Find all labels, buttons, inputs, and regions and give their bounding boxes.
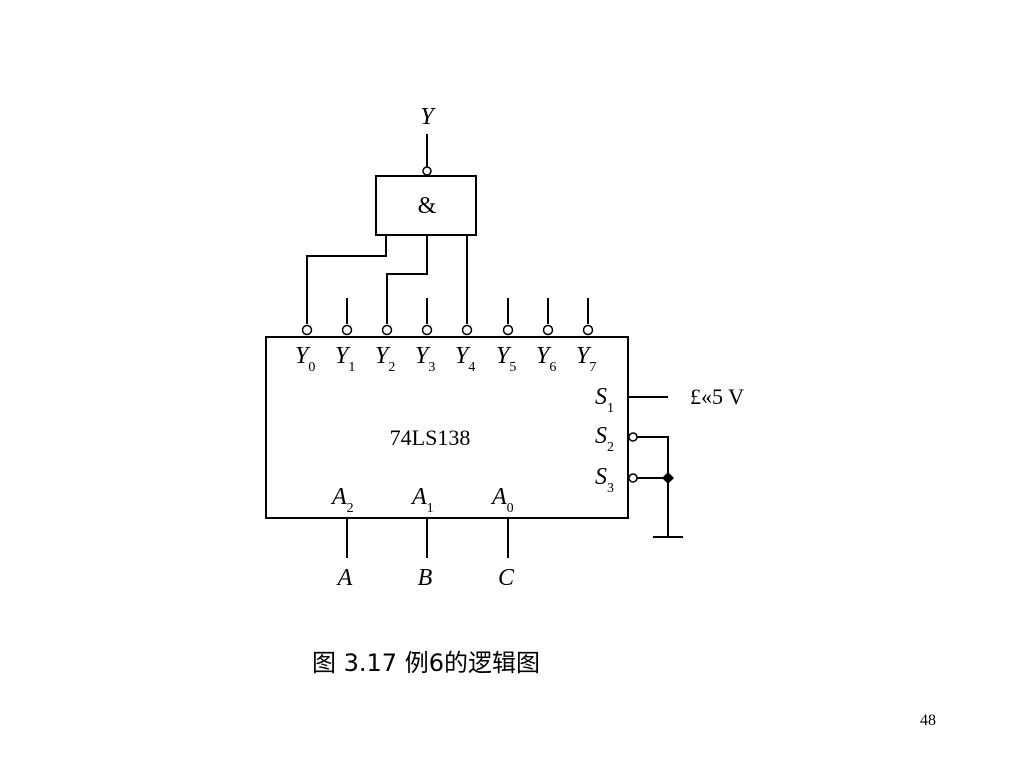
pin-label-y0: Y0: [295, 343, 315, 375]
wire-y0-to-gate: [306, 235, 387, 324]
gate-symbol: &: [418, 193, 437, 219]
wire-y2-to-gate: [386, 235, 428, 324]
decoder-chip-box: [265, 336, 629, 519]
input-label-c: C: [498, 565, 515, 591]
wire-s2-ground: [637, 436, 669, 537]
bubble-y6: [542, 324, 554, 336]
junction-dot: [662, 472, 674, 484]
pin-label-y7: Y7: [576, 343, 596, 375]
pin-label-s3: S3: [595, 464, 614, 496]
pin-label-y5: Y5: [496, 343, 516, 375]
bubble-s2: [628, 432, 638, 442]
bubble-y5: [502, 324, 514, 336]
output-y-label: Y: [420, 104, 436, 130]
bubble-y7: [582, 324, 594, 336]
pin-label-a0: A0: [490, 484, 514, 516]
page-number: 48: [920, 712, 936, 729]
nand-output-bubble: [422, 166, 432, 176]
pin-label-y3: Y3: [415, 343, 435, 375]
pin-label-y4: Y4: [455, 343, 475, 375]
bubble-y0: [301, 324, 313, 336]
pin-label-a1: A1: [410, 484, 434, 516]
bubble-y4: [461, 324, 473, 336]
pin-label-a2: A2: [330, 484, 354, 516]
bubble-y1: [341, 324, 353, 336]
pin-label-y1: Y1: [335, 343, 355, 375]
input-label-a: A: [336, 565, 353, 591]
bubble-y3: [421, 324, 433, 336]
bubble-y2: [381, 324, 393, 336]
input-label-b: B: [418, 565, 433, 591]
supply-label: £«5 V: [690, 384, 744, 409]
pin-label-y6: Y6: [536, 343, 556, 375]
figure-caption: 图 3.17 例6的逻辑图: [312, 649, 540, 677]
pin-label-y2: Y2: [375, 343, 395, 375]
bubble-s3: [628, 473, 638, 483]
pin-label-s2: S2: [595, 423, 614, 455]
pin-label-s1: S1: [595, 384, 614, 416]
chip-name: 74LS138: [390, 425, 471, 450]
